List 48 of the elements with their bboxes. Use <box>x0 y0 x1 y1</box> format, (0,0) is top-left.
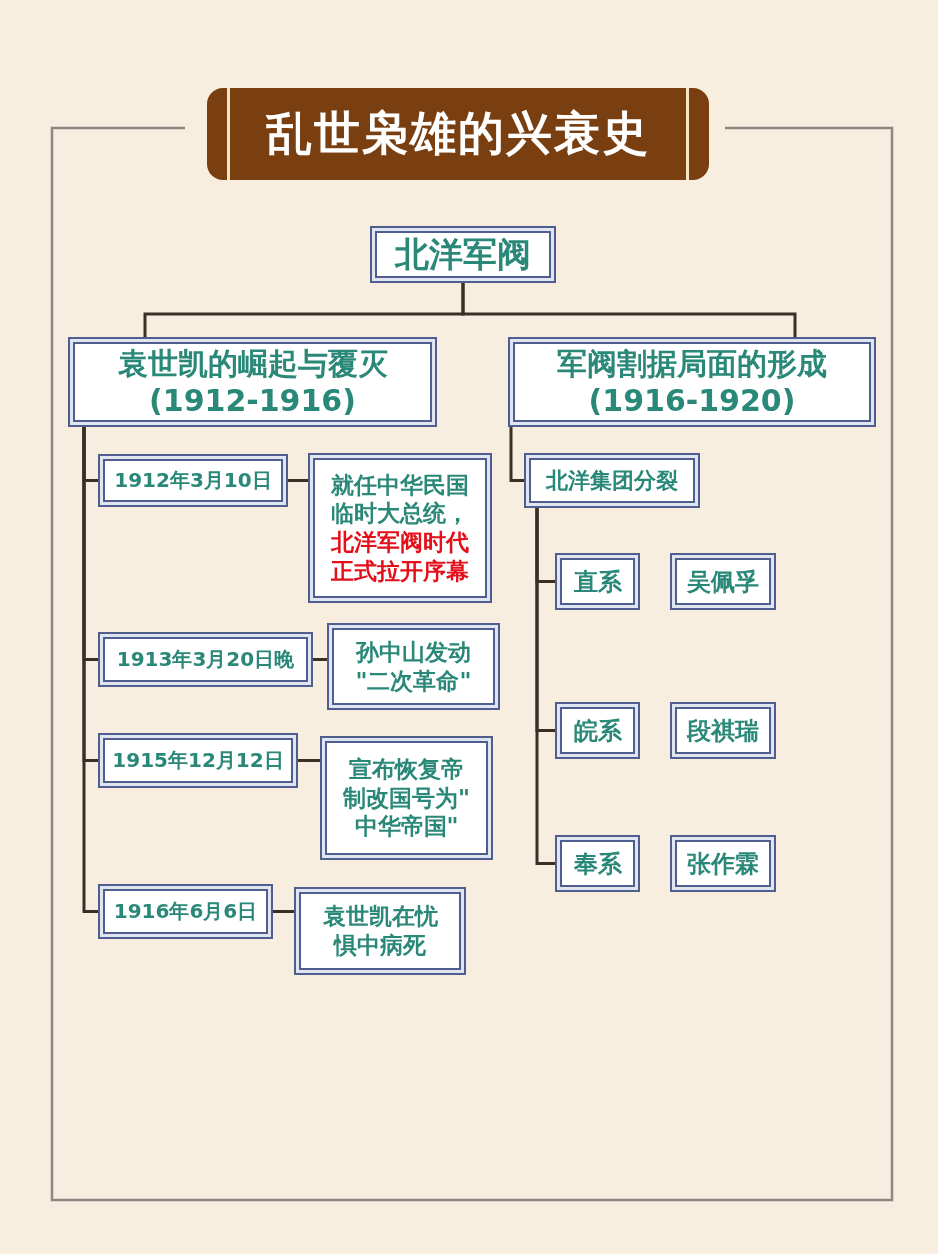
year-range: (1912-1916) <box>149 382 356 420</box>
topic-text: 北洋军阀 <box>395 233 531 276</box>
connector-line <box>461 283 797 337</box>
connector-line <box>288 479 308 482</box>
connector-line <box>535 508 555 865</box>
faction-name: 奉系 <box>573 848 622 879</box>
date-box <box>98 454 288 507</box>
period-title: 袁世凯的崛起与覆灭 <box>117 344 388 382</box>
leader-box <box>670 553 776 610</box>
title-banner: 乱世枭雄的兴衰史 <box>207 88 709 180</box>
event-box <box>327 623 500 710</box>
event-box <box>308 453 492 603</box>
leader-box <box>670 702 776 759</box>
faction-box <box>555 835 640 892</box>
leader-name: 吴佩孚 <box>687 566 759 597</box>
event-text: 袁世凯在忧惧中病死 <box>321 902 439 960</box>
date-text: 1912年3月10日 <box>114 468 272 493</box>
event-text: 就任中华民国临时大总统， <box>330 470 470 528</box>
event-text: 孙中山发动"二次革命" <box>354 637 473 696</box>
branch-text: 北洋集团分裂 <box>546 466 678 495</box>
faction-name: 直系 <box>573 566 622 597</box>
date-box <box>98 884 273 939</box>
date-text: 1915年12月12日 <box>112 748 284 773</box>
branch-box <box>524 453 700 508</box>
period-box <box>508 337 876 427</box>
topic-box <box>370 226 556 283</box>
event-text: 宣布恢复帝制改国号为"中华帝国" <box>342 754 471 842</box>
faction-box <box>555 553 640 610</box>
connector-line <box>509 427 524 482</box>
connector-line <box>298 759 320 762</box>
date-text: 1916年6月6日 <box>113 899 258 924</box>
leader-name: 张作霖 <box>687 848 759 879</box>
faction-name: 皖系 <box>573 715 622 746</box>
date-box <box>98 733 298 788</box>
event-box <box>320 736 493 860</box>
date-text: 1913年3月20日晚 <box>116 647 295 672</box>
faction-box <box>555 702 640 759</box>
year-range: (1916-1920) <box>588 382 796 420</box>
event-box <box>294 887 466 975</box>
date-box <box>98 632 313 687</box>
leader-box <box>670 835 776 892</box>
connector-line <box>313 658 327 661</box>
connector-line <box>82 427 98 913</box>
connector-line <box>273 910 294 913</box>
period-box <box>68 337 437 427</box>
period-title: 军阀割据局面的形成 <box>557 344 827 382</box>
highlight-text: 北洋军阀时代正式拉开序幕 <box>329 528 470 586</box>
leader-name: 段祺瑞 <box>687 715 759 746</box>
